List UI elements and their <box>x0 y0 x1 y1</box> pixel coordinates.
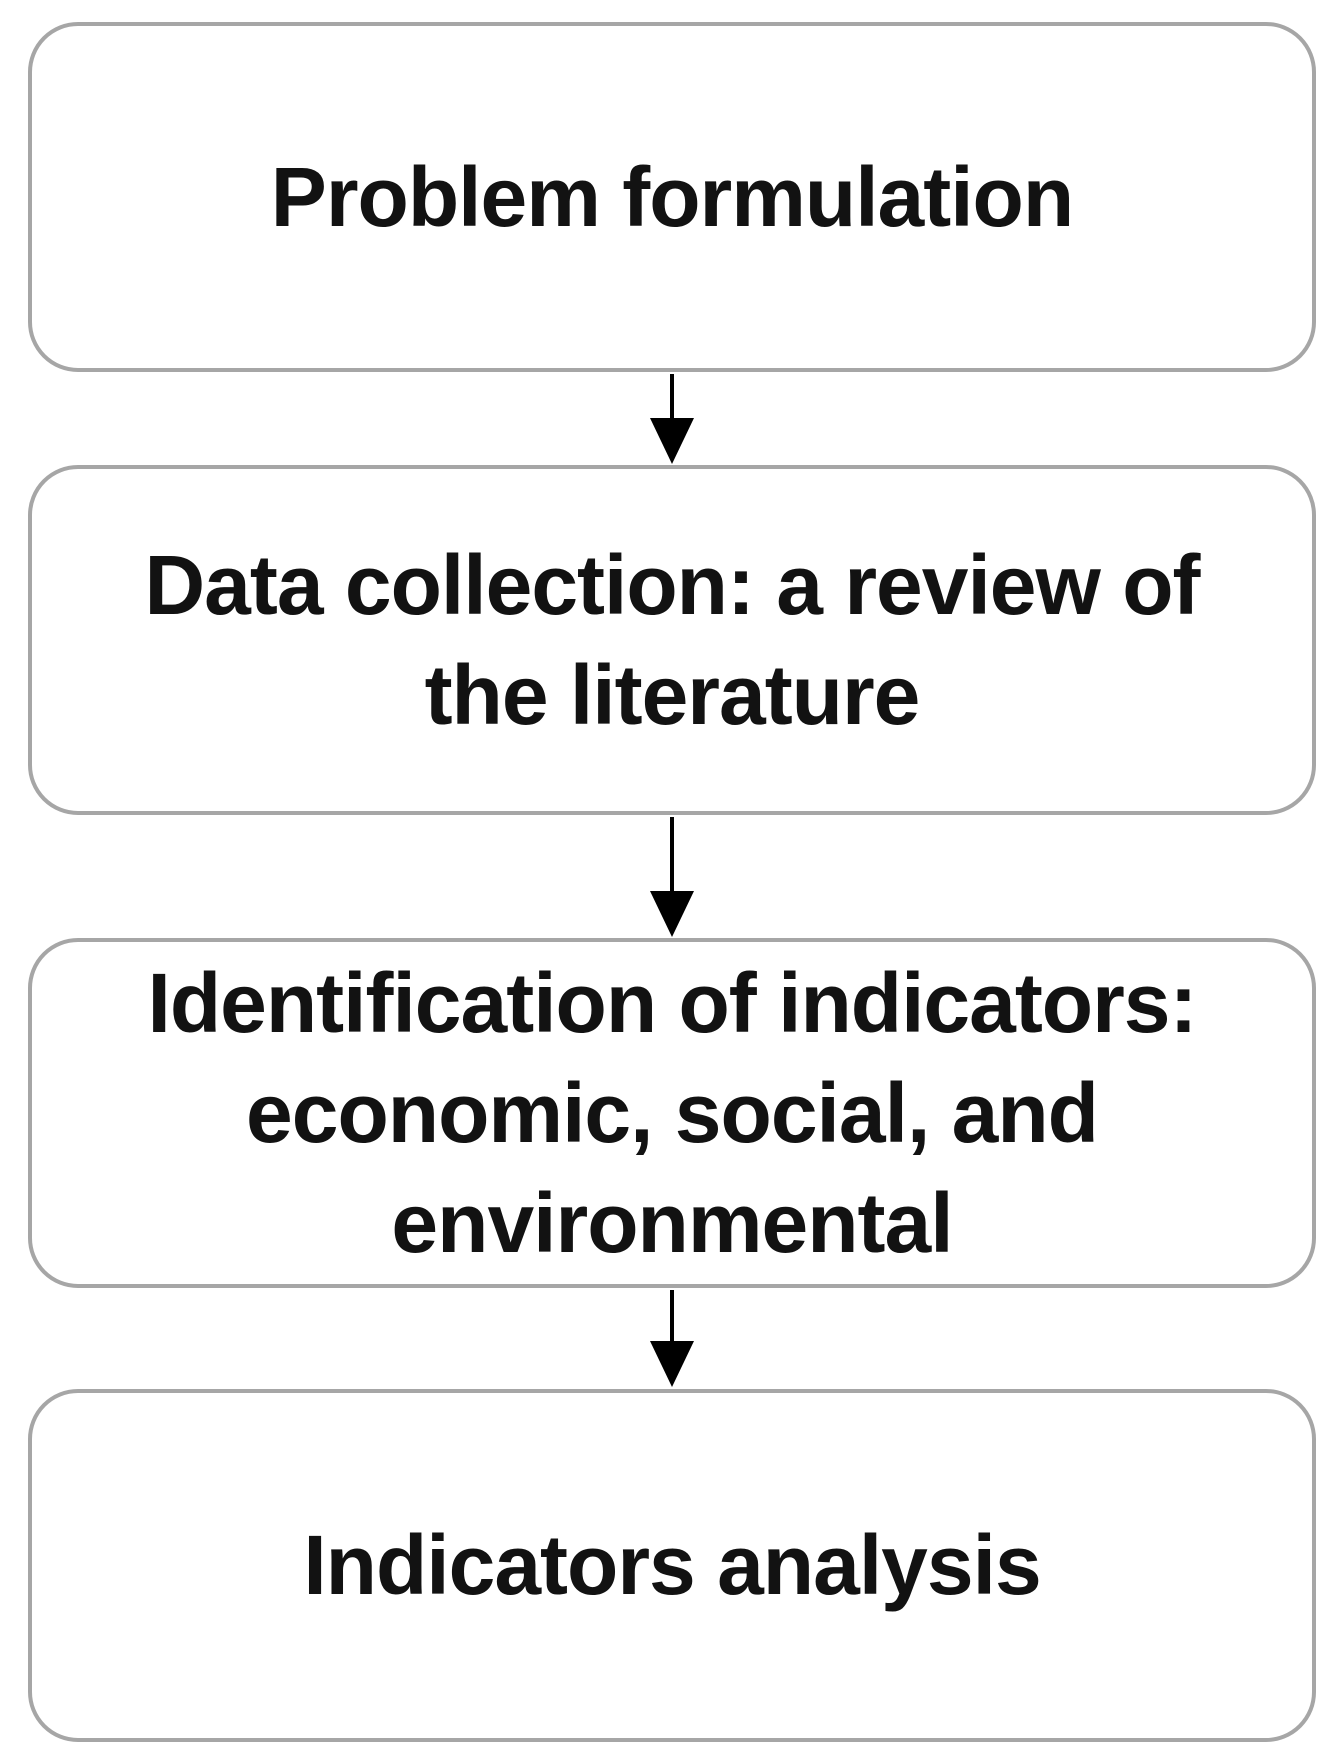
flow-box-identification-of-indicators: Identification of indicators: economic, … <box>28 938 1316 1288</box>
flow-box-identification-of-indicators-label: Identification of indicators: economic, … <box>147 948 1197 1278</box>
down-arrow-2-head-icon <box>650 891 694 937</box>
flow-box-label-line: Problem formulation <box>270 149 1074 244</box>
flow-box-problem-formulation: Problem formulation <box>28 22 1316 372</box>
down-arrow-1-shaft <box>670 374 674 419</box>
down-arrow-1 <box>650 374 694 464</box>
flow-box-indicators-analysis: Indicators analysis <box>28 1389 1316 1742</box>
down-arrow-3-shaft <box>670 1290 674 1342</box>
flow-box-data-collection-label: Data collection: a review of the literat… <box>144 530 1201 750</box>
flow-box-label-line: Identification of indicators: <box>147 955 1197 1050</box>
down-arrow-3-head-icon <box>650 1341 694 1387</box>
flow-box-label-line: the literature <box>424 648 921 742</box>
flow-box-problem-formulation-label: Problem formulation <box>270 142 1074 252</box>
flow-box-data-collection: Data collection: a review of the literat… <box>28 465 1316 815</box>
flow-box-label-line: environmental <box>391 1176 953 1271</box>
flow-box-label-line: economic, social, and <box>246 1065 1099 1160</box>
down-arrow-2-shaft <box>670 817 674 892</box>
down-arrow-3 <box>650 1290 694 1387</box>
flow-box-label-line: Data collection: a review of <box>144 537 1201 632</box>
down-arrow-2 <box>650 817 694 937</box>
down-arrow-1-head-icon <box>650 418 694 464</box>
flow-box-indicators-analysis-label: Indicators analysis <box>303 1510 1041 1620</box>
flow-box-label-line: Indicators analysis <box>303 1518 1041 1613</box>
